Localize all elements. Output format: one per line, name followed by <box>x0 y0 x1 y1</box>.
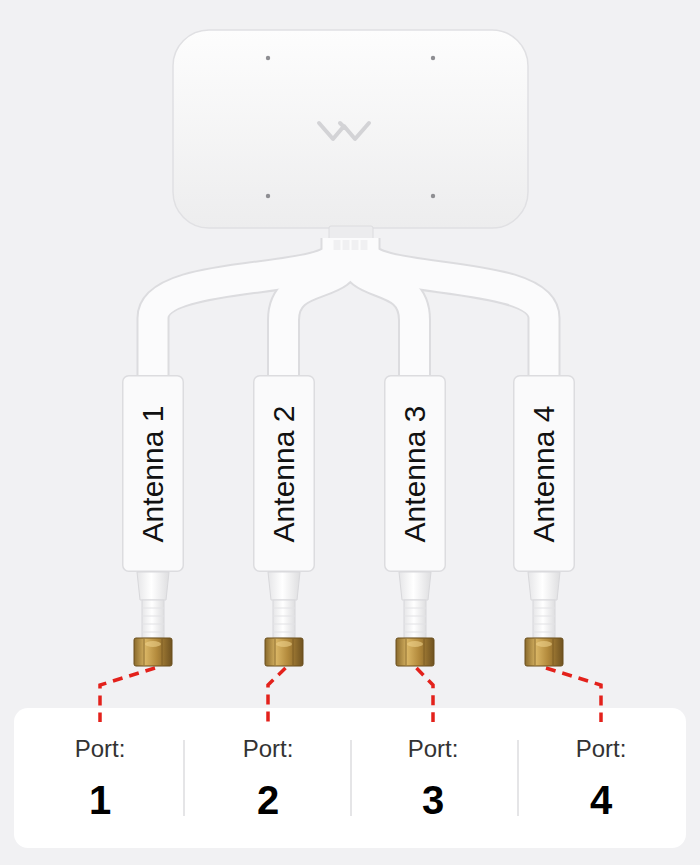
port-heading: Port: <box>358 735 508 763</box>
port-heading: Port: <box>25 735 175 763</box>
leader-line <box>546 668 601 722</box>
antenna-sleeve: Antenna 1 <box>122 375 184 668</box>
port-heading: Port: <box>193 735 343 763</box>
antenna-label: Antenna 4 <box>527 405 562 542</box>
label-holder: Antenna 4 <box>527 405 562 542</box>
port-heading: Port: <box>526 735 676 763</box>
port-number: 2 <box>193 777 343 823</box>
port-cell: Port: 4 <box>526 722 676 823</box>
port-cell: Port: 2 <box>193 722 343 823</box>
port-cell: Port: 3 <box>358 722 508 823</box>
port-number: 1 <box>25 777 175 823</box>
antenna-label: Antenna 3 <box>397 405 432 542</box>
antenna-sleeve: Antenna 3 <box>384 375 446 668</box>
leader-line <box>100 668 155 722</box>
port-cell: Port: 1 <box>25 722 175 823</box>
antenna-unit <box>173 30 528 240</box>
label-holder: Antenna 3 <box>397 405 432 542</box>
antenna-sleeve: Antenna 2 <box>253 375 315 668</box>
antenna-sleeve: Antenna 4 <box>513 375 575 668</box>
leader-line <box>417 668 434 722</box>
label-holder: Antenna 1 <box>136 405 171 542</box>
antenna-label: Antenna 1 <box>136 405 171 542</box>
antenna-label: Antenna 2 <box>266 405 301 542</box>
logo-mark <box>319 123 369 139</box>
label-holder: Antenna 2 <box>266 405 301 542</box>
leader-line <box>268 668 286 722</box>
port-number: 4 <box>526 777 676 823</box>
cable-bundle <box>153 238 544 385</box>
port-panel <box>14 708 686 848</box>
port-number: 3 <box>358 777 508 823</box>
